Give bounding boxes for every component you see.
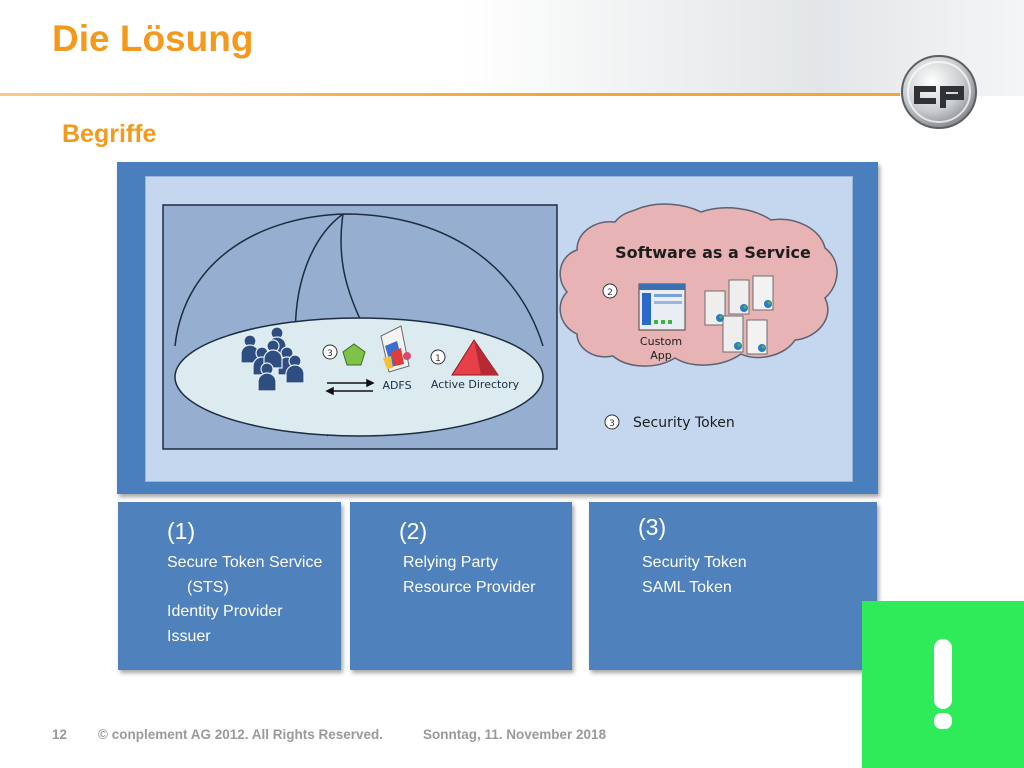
exclamation-dot <box>934 713 952 729</box>
marker-3b-label: 3 <box>609 419 615 429</box>
marker-1-circle <box>430 349 446 365</box>
marker-3-label: 3 <box>327 349 333 359</box>
active-directory-icon <box>451 339 499 376</box>
pentagon-icon <box>342 343 366 366</box>
card-line: Resource Provider <box>403 579 536 596</box>
card-number: (1) <box>167 518 196 544</box>
marker-1-label: 1 <box>435 354 441 364</box>
custom-app-label-line2: App <box>650 349 672 362</box>
footer-date: Sonntag, 11. November 2018 <box>423 727 607 742</box>
card-relying-party: (2) Relying Party Resource Provider <box>350 502 572 670</box>
card-line: Identity Provider <box>167 603 283 620</box>
adfs-icon <box>380 325 411 373</box>
card-line: Secure Token Service <box>167 554 323 571</box>
saas-title: Software as a Service <box>615 243 811 262</box>
slide-title: Die Lösung <box>52 18 254 59</box>
header-background <box>0 0 1024 96</box>
slide-subtitle: Begriffe <box>62 120 157 148</box>
card-line: Issuer <box>167 628 211 645</box>
card-number: (3) <box>638 514 667 540</box>
footer-copyright: © conplement AG 2012. All Rights Reserve… <box>98 727 384 742</box>
card-number: (2) <box>399 518 428 544</box>
architecture-diagram: 3 ADFS 1 Active Directory Software as a … <box>162 203 838 450</box>
security-token-label: Security Token <box>633 415 735 431</box>
company-network <box>162 204 558 450</box>
card-line: Security Token <box>642 554 747 571</box>
servers-icon <box>704 275 774 355</box>
arrows-icon <box>325 378 375 396</box>
marker-2-label: 2 <box>607 288 613 298</box>
header-divider <box>0 93 900 96</box>
adfs-label: ADFS <box>382 379 411 392</box>
custom-app-icon <box>638 283 686 331</box>
card-sts: (1) Secure Token Service (STS) Identity … <box>118 502 341 670</box>
marker-3b-circle <box>604 414 620 430</box>
card-line: Relying Party <box>403 554 499 571</box>
active-directory-label: Active Directory <box>431 378 520 391</box>
card-line: SAML Token <box>642 579 732 596</box>
custom-app-label-line1: Custom <box>640 335 682 348</box>
card-security-token: (3) Security Token SAML Token <box>589 502 877 670</box>
logo-icon <box>901 55 977 129</box>
exclamation-icon <box>862 601 1024 768</box>
marker-2-circle <box>602 283 618 299</box>
card-line: (STS) <box>187 579 229 596</box>
users-icon <box>240 326 305 392</box>
marker-3-circle <box>322 344 338 360</box>
saas-cloud <box>559 203 838 367</box>
exclamation-bar <box>934 639 952 709</box>
page-number: 12 <box>52 727 68 742</box>
